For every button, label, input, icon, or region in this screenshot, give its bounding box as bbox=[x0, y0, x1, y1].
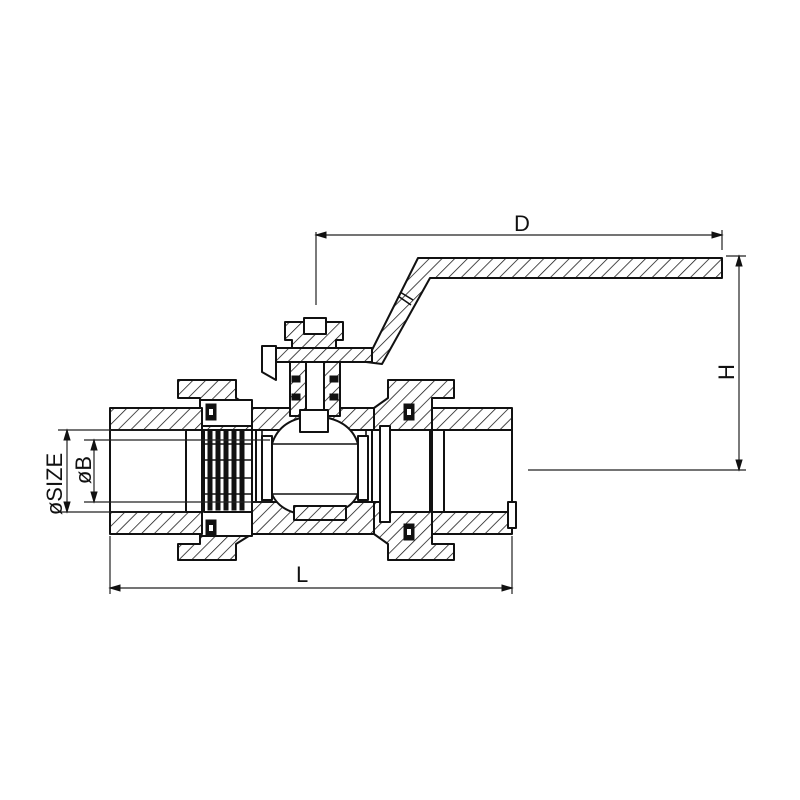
lever-handle bbox=[365, 257, 723, 365]
ball-seats bbox=[261, 435, 369, 501]
dimension-b: øB bbox=[71, 438, 270, 504]
dimension-l-label: L bbox=[296, 562, 308, 587]
dimension-d-label: D bbox=[514, 211, 530, 236]
dimension-h-label: H bbox=[714, 364, 739, 380]
dimension-h: H bbox=[528, 254, 746, 472]
left-tailpiece bbox=[109, 407, 203, 535]
right-union bbox=[373, 379, 455, 561]
dimension-size-label: øSIZE bbox=[42, 453, 67, 515]
dimension-d: D bbox=[314, 211, 724, 305]
dimension-l: L bbox=[108, 536, 514, 594]
right-tailpiece bbox=[431, 407, 517, 535]
left-union bbox=[177, 379, 253, 561]
dimension-b-label: øB bbox=[71, 456, 96, 484]
dimension-size: øSIZE bbox=[42, 428, 186, 515]
valve-stem bbox=[261, 317, 373, 419]
valve-ball bbox=[271, 409, 359, 521]
